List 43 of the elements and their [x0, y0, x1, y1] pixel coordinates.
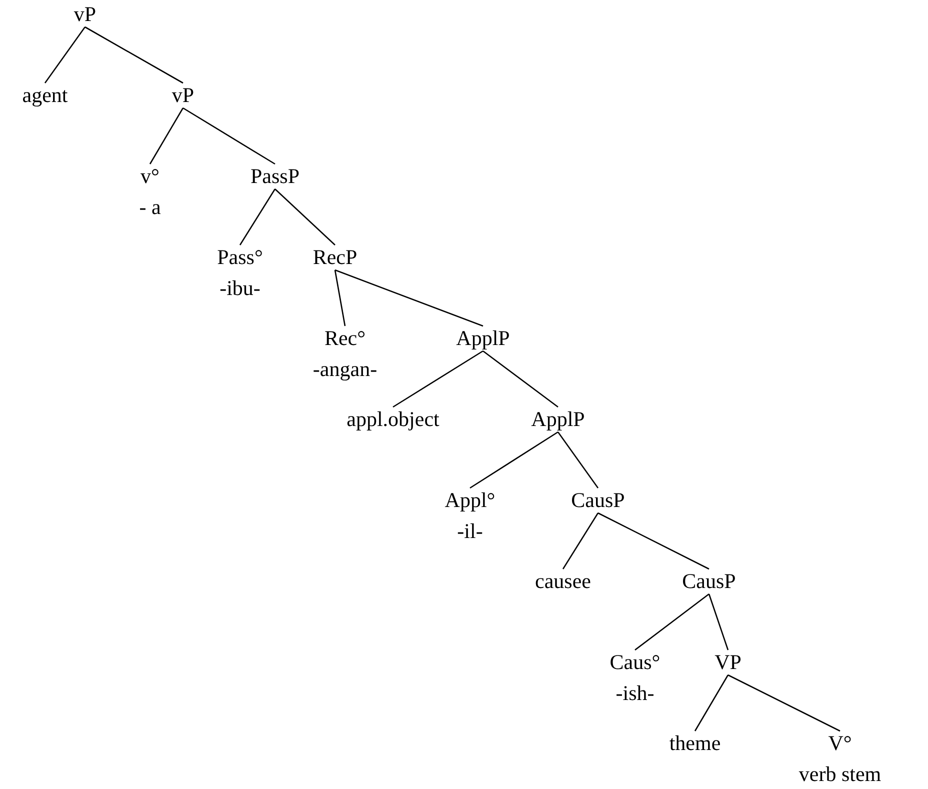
- tree-branch: [334, 269, 484, 327]
- tree-branch: [557, 432, 599, 488]
- tree-branch: [149, 108, 184, 164]
- node-label: Rec°: [323, 326, 367, 351]
- node-label: Pass°: [217, 245, 263, 270]
- tree-branch: [562, 512, 599, 570]
- morpheme-label: verb stem: [798, 762, 882, 787]
- morpheme-label: -ibu-: [218, 276, 262, 301]
- tree-branch: [634, 593, 710, 651]
- tree-branch: [239, 188, 276, 246]
- node-label: CausP: [682, 569, 736, 594]
- node-label: RecP: [312, 245, 358, 270]
- node-label: agent: [22, 83, 68, 108]
- morpheme-label: -ish-: [614, 681, 656, 706]
- tree-branch: [44, 26, 86, 84]
- tree-branch: [334, 270, 346, 326]
- morpheme-label: -il-: [456, 519, 484, 544]
- morpheme-label: -angan-: [312, 357, 378, 382]
- tree-branch: [694, 674, 729, 732]
- node-label: Appl°: [444, 488, 496, 513]
- tree-branch: [392, 350, 484, 408]
- node-label: PassP: [250, 164, 300, 189]
- node-label: vP: [74, 2, 96, 27]
- tree-branch: [470, 431, 558, 489]
- tree-branch: [598, 512, 710, 570]
- tree-branch: [274, 188, 336, 246]
- node-label: ApplP: [531, 407, 585, 432]
- morpheme-label: - a: [139, 195, 161, 220]
- node-label: v°: [140, 164, 160, 189]
- node-label: VP: [714, 650, 742, 675]
- tree-branch: [182, 107, 276, 165]
- tree-branch: [482, 350, 558, 408]
- node-label: appl.object: [346, 407, 440, 432]
- node-label: ApplP: [456, 326, 510, 351]
- tree-branch: [708, 594, 729, 650]
- tree-branch: [728, 674, 840, 732]
- node-label: Caus°: [610, 650, 660, 675]
- node-label: theme: [669, 731, 721, 756]
- node-label: V°: [827, 731, 853, 756]
- node-label: CausP: [571, 488, 625, 513]
- tree-branch: [84, 26, 184, 84]
- node-label: causee: [535, 569, 591, 594]
- node-label: vP: [172, 83, 194, 108]
